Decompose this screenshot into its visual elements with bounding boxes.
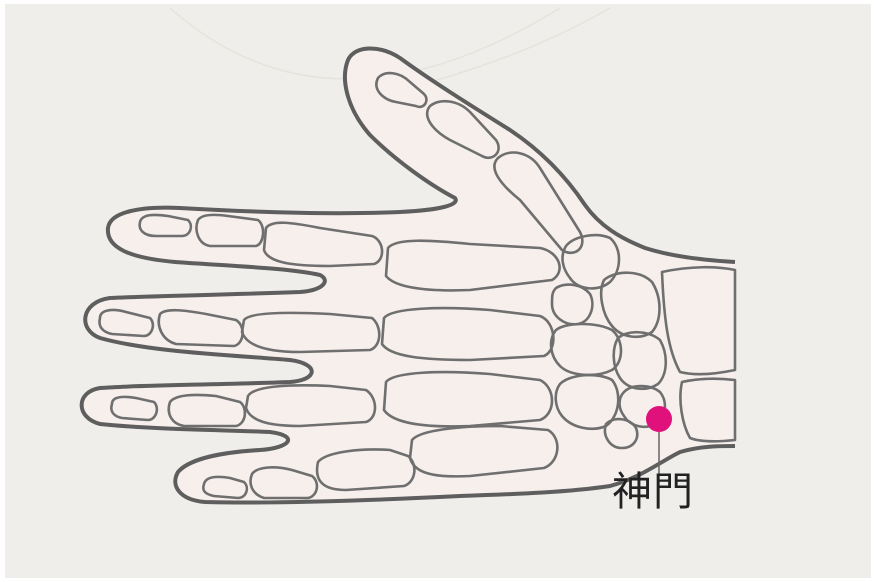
shenmen-acupoint-marker	[646, 406, 672, 432]
acupoint-label: 神門	[612, 470, 694, 514]
